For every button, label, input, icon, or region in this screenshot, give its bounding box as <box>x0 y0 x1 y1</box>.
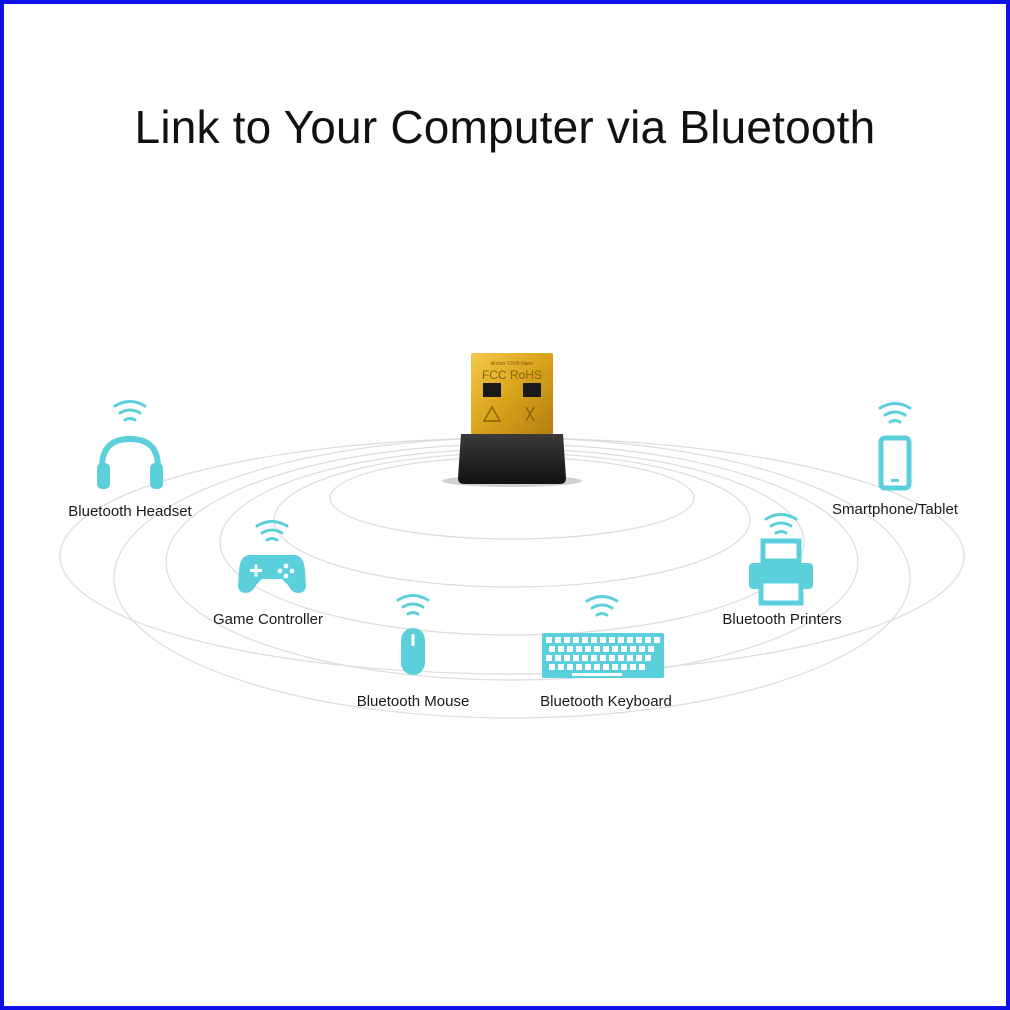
keyboard-key <box>549 664 555 670</box>
wifi-signal-icon <box>878 402 912 424</box>
keyboard-key <box>645 655 651 661</box>
cert-marks: FCC RoHS <box>482 368 542 382</box>
keyboard-key <box>618 655 624 661</box>
wifi-signal-icon <box>585 595 619 617</box>
warning-icon <box>482 405 502 422</box>
keyboard-key <box>618 637 624 643</box>
smartphone-icon <box>878 435 912 491</box>
wifi-signal-icon <box>396 594 430 616</box>
usb-contact-right <box>523 383 541 397</box>
keyboard-key <box>591 637 597 643</box>
keyboard-key <box>585 646 591 652</box>
keyboard-key <box>627 637 633 643</box>
device-headset <box>97 400 163 489</box>
keyboard-key <box>585 664 591 670</box>
device-label-keyboard: Bluetooth Keyboard <box>540 693 672 710</box>
device-phone <box>878 402 912 491</box>
wifi-signal-icon <box>764 513 798 535</box>
keyboard-key <box>630 664 636 670</box>
keyboard-key <box>576 646 582 652</box>
device-label-printer: Bluetooth Printers <box>722 611 842 628</box>
keyboard-key <box>567 664 573 670</box>
weee-icon <box>525 406 535 422</box>
keyboard-key <box>564 637 570 643</box>
keyboard-key <box>621 646 627 652</box>
keyboard-icon <box>542 633 664 678</box>
keyboard-key <box>639 646 645 652</box>
device-label-controller: Game Controller <box>212 611 324 628</box>
keyboard-key <box>639 664 645 670</box>
keyboard-key <box>555 637 561 643</box>
keyboard-key <box>564 655 570 661</box>
keyboard-key <box>567 646 573 652</box>
wifi-signal-icon <box>113 400 147 422</box>
device-label-headset: Bluetooth Headset <box>68 503 192 520</box>
keyboard-key <box>645 637 651 643</box>
device-controller <box>238 520 306 593</box>
keyboard-key <box>573 637 579 643</box>
keyboard-key <box>594 664 600 670</box>
keyboard-key <box>630 646 636 652</box>
headphones-icon <box>97 435 163 489</box>
keyboard-key <box>636 655 642 661</box>
mouse-icon <box>401 628 425 675</box>
keyboard-key <box>654 637 660 643</box>
page-title: Link to Your Computer via Bluetooth <box>134 101 876 153</box>
device-mouse <box>396 594 430 675</box>
usb-adapter: Archer T2UB Nano FCC RoHS <box>442 353 582 487</box>
keyboard-key <box>621 664 627 670</box>
keyboard-spacebar <box>572 673 622 676</box>
gamepad-icon <box>238 555 306 593</box>
keyboard-key <box>546 637 552 643</box>
adapter-body <box>458 434 566 484</box>
keyboard-key <box>558 664 564 670</box>
printer-icon <box>749 538 813 606</box>
keyboard-key <box>600 637 606 643</box>
wifi-signal-icon <box>255 520 289 542</box>
device-keyboard <box>542 595 664 678</box>
keyboard-key <box>648 646 654 652</box>
keyboard-key <box>576 664 582 670</box>
keyboard-key <box>558 646 564 652</box>
keyboard-key <box>600 655 606 661</box>
keyboard-key <box>549 646 555 652</box>
usb-plug <box>471 353 553 437</box>
keyboard-key <box>612 664 618 670</box>
keyboard-key <box>609 637 615 643</box>
keyboard-key <box>627 655 633 661</box>
keyboard-key <box>612 646 618 652</box>
adapter-label: Archer T2UB Nano <box>491 361 533 367</box>
keyboard-key <box>546 655 552 661</box>
keyboard-key <box>609 655 615 661</box>
keyboard-key <box>582 655 588 661</box>
keyboard-key <box>573 655 579 661</box>
bluetooth-scene: Archer T2UB Nano FCC RoHS <box>59 353 965 719</box>
keyboard-key <box>603 646 609 652</box>
device-printer <box>749 513 813 606</box>
keyboard-key <box>594 646 600 652</box>
device-label-phone: Smartphone/Tablet <box>832 501 958 518</box>
keyboard-key <box>582 637 588 643</box>
keyboard-key <box>636 637 642 643</box>
keyboard-key <box>603 664 609 670</box>
usb-contact-left <box>483 383 501 397</box>
device-label-mouse: Bluetooth Mouse <box>356 693 470 710</box>
keyboard-key <box>591 655 597 661</box>
keyboard-key <box>555 655 561 661</box>
